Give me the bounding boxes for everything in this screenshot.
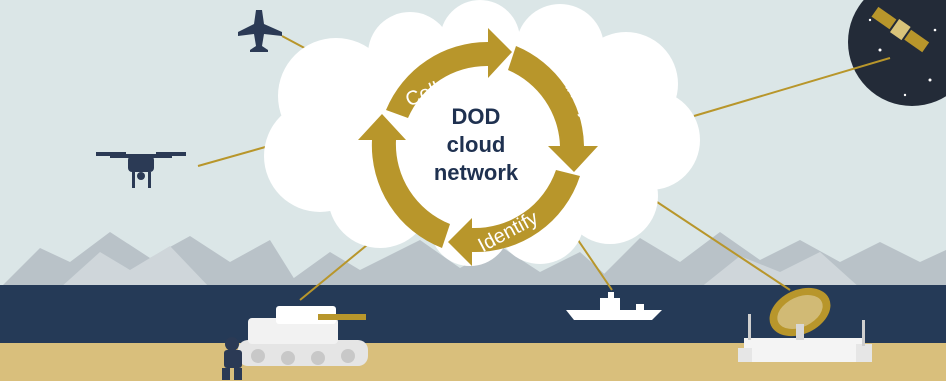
- space-circle: [848, 0, 946, 106]
- cycle-arrow-identify: [448, 170, 580, 266]
- cycle-arrow-analyze: [508, 46, 598, 172]
- center-label-line1: DOD: [452, 104, 501, 129]
- cycle-ring: [358, 28, 598, 266]
- radar-dish-icon: [738, 287, 872, 362]
- center-label-line2: cloud: [447, 132, 506, 157]
- cycle-arrow-collect: [386, 28, 512, 118]
- drone-icon: [96, 152, 186, 188]
- center-label-line3: network: [434, 160, 519, 185]
- link-line-radar: [647, 195, 791, 291]
- ship-icon: [566, 292, 662, 320]
- tank-icon: [238, 306, 368, 366]
- link-lines: [197, 35, 891, 301]
- cycle-arrow-share: [358, 114, 450, 248]
- link-line-ship: [577, 239, 613, 291]
- link-line-drone: [197, 143, 277, 167]
- soldier-icon: [222, 337, 242, 380]
- link-line-tank: [299, 235, 379, 301]
- link-line-satellite: [693, 57, 891, 117]
- mountain-range: [0, 232, 946, 288]
- satellite-icon: [871, 6, 930, 53]
- jet-icon: [238, 10, 282, 52]
